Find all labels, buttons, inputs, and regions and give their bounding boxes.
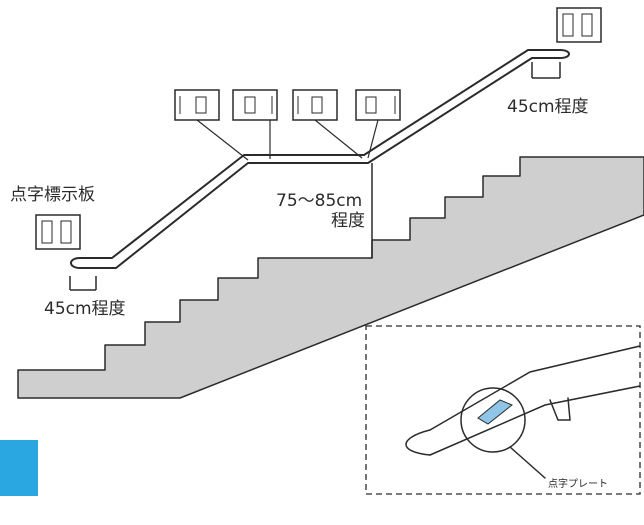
braille-plate-label: 点字プレート (548, 479, 608, 490)
detail-handrail (405, 345, 641, 479)
sign-leaders (196, 119, 379, 161)
handrail (70, 49, 570, 269)
height-label-line1: 75〜85cm (276, 191, 363, 211)
accent-tab (0, 440, 38, 496)
distance-top-label: 45cm程度 (507, 97, 589, 117)
sign-panel-4 (355, 89, 401, 121)
dimension-bracket-top (531, 62, 561, 79)
braille-plate-shape (477, 399, 513, 425)
dimension-bracket-bottom (69, 276, 97, 291)
sign-panel-2 (232, 89, 278, 121)
sign-panel-1 (174, 89, 220, 121)
sign-panel-3 (292, 89, 338, 121)
braille-sign-label: 点字標示板 (10, 185, 95, 205)
sign-panel-left (35, 214, 81, 250)
distance-bottom-label: 45cm程度 (44, 299, 126, 319)
sign-panel-top-right (556, 7, 602, 43)
height-label-line2: 程度 (331, 211, 365, 231)
